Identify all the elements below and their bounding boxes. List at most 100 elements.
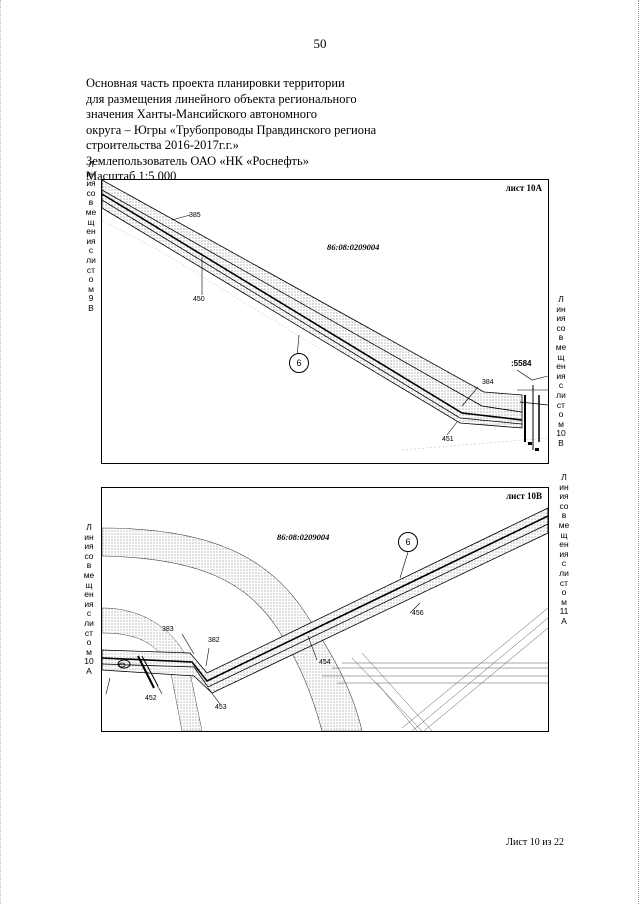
map2-left_vlabel-char: щ [85,579,93,590]
map1-point-5584: :5584 [511,359,532,368]
map1-drawing [102,180,548,451]
map2-left_vlabel-char: ли [84,617,94,628]
map2-right_vlabel-char: со [559,500,569,511]
map2-left_vlabel-char: 10 [84,656,94,667]
map2-left_vlabel-char: ст [84,627,94,638]
map2-right_vlabel-char: ен [559,539,569,550]
map2-point-382: 382 [208,637,220,644]
map2-left_vlabel-char: ия [84,598,94,609]
map2-right_vlabel-char: ли [559,567,569,578]
pipeline-corridor [102,507,548,694]
header-line: значения Ханты-Мансийского автономного [86,107,318,121]
map1-left_vlabel-char: В [88,302,94,313]
map2-left_vlabel-char: ме [83,569,95,580]
map2-point-454: 454 [319,659,331,666]
map2-right_vlabel-char: ия [559,491,569,502]
map1-right_vlabel-char: щ [557,351,565,362]
map2-right_vlabel-char: ст [559,577,569,588]
map2-left_vlabel-char: о [86,637,92,648]
map2-right_vlabel-char: А [561,615,567,626]
map1-left_vlabel-char: в [88,197,94,208]
map2-right_vlabel-char: м [561,596,567,607]
map2-point-456: 456 [412,610,424,617]
sheet-counter: Лист 10 из 22 [506,837,564,848]
map1-left_vlabel-char: с [88,245,94,256]
map2-left_vlabel-char: со [84,550,94,561]
pipeline-line [102,515,548,682]
map2-cadastral-number: 86:08:0209004 [277,532,330,542]
map1-sheet-label: лист 10А [505,183,542,193]
header-line: Основная часть проекта планировки террит… [86,76,345,90]
map1-left_vlabel-char: щ [87,216,95,227]
map1-right_vlabel-char: ст [556,399,566,410]
map1-right_vlabel-char: Л [558,294,564,304]
map2-right_vlabel-char: 11 [559,606,569,617]
map1-left_vlabel-char: ия [86,178,96,189]
map1-left_vlabel-char: ин [86,168,96,179]
map2-right_vlabel-char: ме [558,519,570,530]
map1-left_vlabel-char: о [88,274,94,285]
map1-right_vlabel-char: с [558,380,564,391]
map2-point-452: 452 [145,695,157,702]
map2-point-453: 453 [215,704,227,711]
map1-callout: 6 [289,353,309,373]
map2-right_vlabel-char: щ [560,529,568,540]
map2-right_vlabel-char: Л [561,472,567,482]
map2-point-383: 383 [162,626,174,633]
map2-drawing [102,507,548,731]
map1-left_vlabel-char: Л [88,159,94,169]
map1-right_vlabel-char: в [558,332,564,343]
map1-point-450: 450 [193,296,205,303]
map2-left_vlabel-char: м [86,646,92,657]
header-line: для размещения линейного объекта региона… [86,91,357,106]
map1-right_vlabel-char: ен [556,361,566,372]
map1-point-384: 384 [482,379,494,386]
page-number: 50 [313,36,327,51]
map1-right_vlabel-char: ли [556,389,566,400]
map1-left_vlabel-char: 9 [88,293,94,304]
map1-right_vlabel-char: ме [555,341,567,352]
map2-callout: 6 [398,532,418,552]
map2-left_vlabel-char: ин [84,531,94,542]
map2-left_vlabel-char: А [86,665,92,676]
map1-right_vlabel-char: 10 [556,428,566,439]
map1-right_vlabel-char: м [558,418,564,429]
map-sheet-10a: лист 10А 86:08:0209004 385 450 384 451 :… [101,179,549,464]
map1-right_vlabel-char: В [558,437,564,448]
map1-left_vlabel-char: ия [86,235,96,246]
header-line: округа – Югры «Трубопроводы Правдинского… [86,122,377,137]
map1-cadastral-number: 86:08:0209004 [327,242,380,252]
map2-right_vlabel-char: в [561,510,567,521]
map1-right_vlabel-char: ия [556,313,566,324]
header-line: Землепользователь ОАО «НК «Роснефть» [86,153,309,168]
map2-sheet-label: лист 10В [506,491,542,501]
map2-right_vlabel-char: ия [559,548,569,559]
map1-left_vlabel-char: ст [86,264,96,275]
map2-right_vlabel-char: ин [559,481,569,492]
map1-right_vlabel-char: ия [556,370,566,381]
map1-left_vlabel-char: м [88,283,94,294]
map2-left_vlabel-char: Л [86,522,92,532]
map2-right_vlabel-char: о [561,587,567,598]
map1-point-451: 451 [442,436,454,443]
document-header: Основная часть проекта планировки террит… [86,76,386,185]
map1-left_vlabel-char: ли [86,254,96,265]
map1-right_vlabel-char: о [558,409,564,420]
map2-left_vlabel-char: с [86,608,92,619]
pipeline-line [102,193,523,421]
map2-right_vlabel-char: с [561,558,567,569]
map1-left_vlabel-char: ме [85,206,97,217]
map1-left_vlabel-char: ен [86,226,96,237]
map2-left_vlabel-char: ен [84,589,94,600]
map1-right_vlabel-char: ин [556,303,566,314]
map2-left_vlabel-char: ия [84,541,94,552]
map-sheet-10b: лист 10В 86:08:0209004 383 382 452 453 4… [101,487,549,732]
map1-point-5584-value: 5584 [513,359,532,368]
map1-point-385: 385 [189,212,201,219]
map2-left_vlabel-char: в [86,560,92,571]
